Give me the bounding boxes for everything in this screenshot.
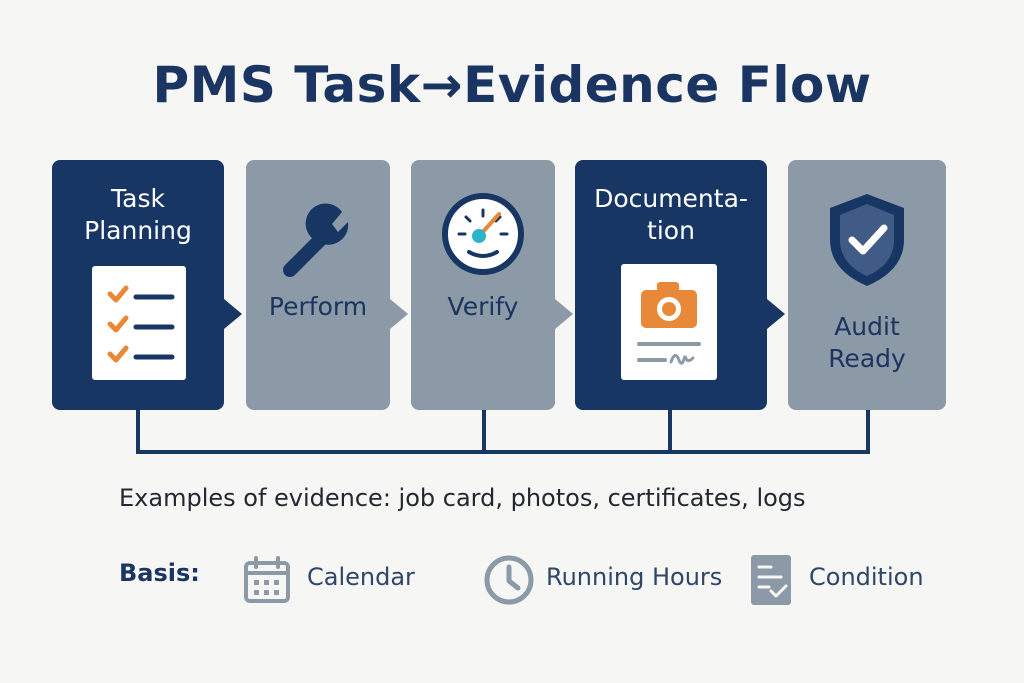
flow-arrow	[390, 299, 408, 329]
step-label-line2: Ready	[828, 344, 906, 373]
basis-condition-label: Condition	[809, 563, 924, 591]
basis-label: Basis:	[119, 559, 200, 587]
evidence-examples: Examples of evidence: job card, photos, …	[119, 484, 806, 512]
step-label: Verify	[447, 292, 519, 321]
gauge-icon	[442, 193, 524, 275]
shield-check-icon	[830, 194, 904, 286]
step-label: Perform	[268, 292, 368, 321]
step-documentation: Documenta- tion	[575, 160, 767, 410]
step-label-line1: Task	[111, 184, 165, 213]
step-verify: Verify	[411, 160, 555, 410]
checklist-icon	[92, 266, 186, 380]
step-audit-ready: Audit Ready	[788, 160, 946, 410]
camera-document-icon	[621, 264, 717, 380]
clock-icon	[484, 555, 534, 605]
basis-running-hours-label: Running Hours	[546, 563, 723, 591]
page-title: PMS Task→Evidence Flow	[152, 56, 872, 114]
step-label-line2: Planning	[84, 216, 192, 245]
flow-arrow	[555, 299, 573, 329]
step-label-line2: tion	[647, 216, 695, 245]
step-label-line1: Documenta-	[594, 184, 748, 213]
basis-calendar-label: Calendar	[307, 563, 415, 591]
step-label-line1: Audit	[834, 312, 900, 341]
flow-arrow	[767, 299, 785, 329]
step-perform: Perform	[246, 160, 390, 410]
calendar-icon	[244, 556, 290, 603]
wrench-icon	[283, 203, 349, 277]
flow-arrow	[224, 299, 242, 329]
step-task-planning: Task Planning	[52, 160, 224, 410]
condition-checklist-icon	[751, 555, 791, 605]
